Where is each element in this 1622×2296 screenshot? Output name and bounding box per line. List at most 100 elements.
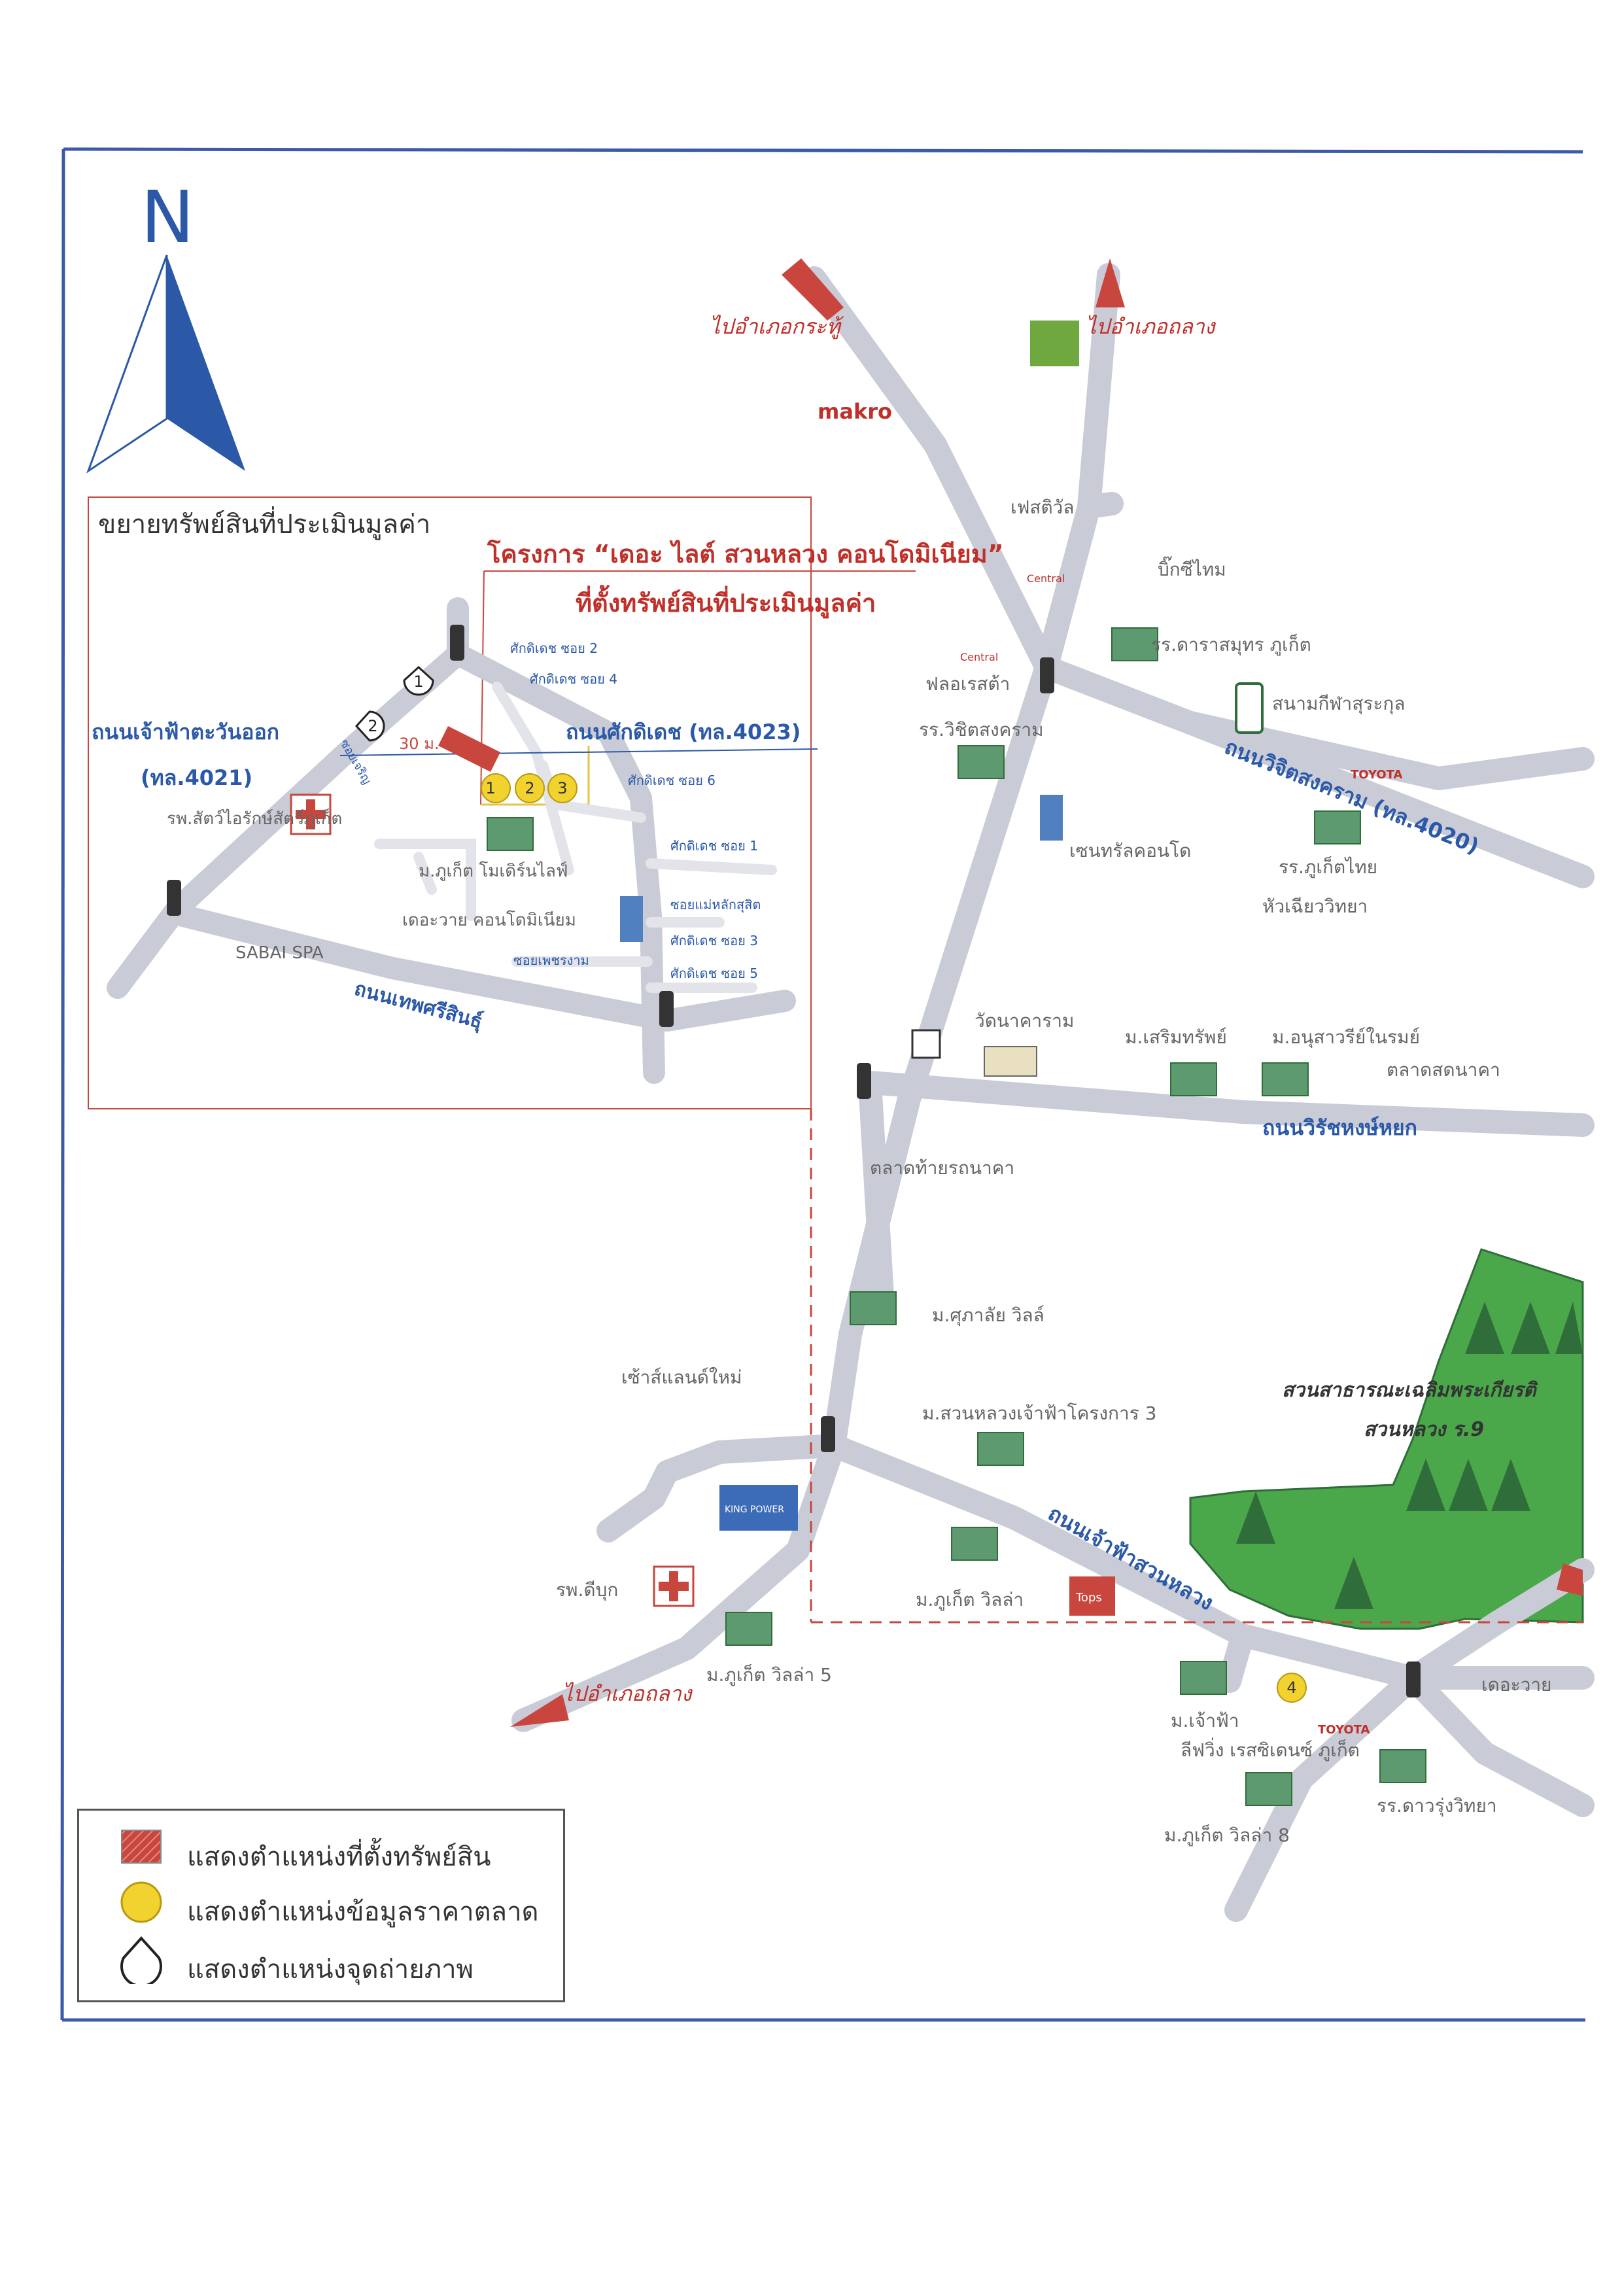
stadium-label: สนามกีฬาสุระกุล (1272, 693, 1406, 715)
kingpower-box (719, 1485, 798, 1531)
makro-label: makro (818, 399, 892, 424)
price-point-4: 4 (1286, 1679, 1296, 1697)
school-wichit-label: รร.วิชิตสงคราม (919, 719, 1044, 740)
sermsap-label: ม.เสริมทรัพย์ (1125, 1026, 1227, 1048)
direction-thalang-north: ไปอำเภอถลาง (1086, 314, 1216, 339)
hospital-label: รพ.ดีบุก (556, 1579, 618, 1601)
central-label-festival: Central (1027, 572, 1065, 585)
legend-label-price: แสดงตำแหน่งข้อมูลราคาตลาด (187, 1897, 539, 1927)
property-marker-main (1557, 1563, 1583, 1596)
lab-label: เซ้าส์แลนด์ใหม่ (621, 1366, 742, 1388)
tops-box (1069, 1576, 1115, 1616)
photo-markers (354, 665, 434, 742)
arrow-thalang-north (1096, 258, 1125, 307)
stadium-icon (1235, 682, 1264, 734)
sabai-spa-label: SABAI SPA (235, 943, 324, 963)
bigc-label: บิ๊กซีไทม (1158, 556, 1226, 580)
park-label-2: สวนหลวง ร.9 (1364, 1418, 1484, 1441)
school-kanrat-label: รร.ดาวรุ่งวิทยา (1377, 1795, 1497, 1817)
camera-point-legend-icon (120, 1936, 162, 1984)
building-icons (620, 321, 1264, 1616)
road-label-4021: (ทล.4021) (141, 765, 252, 790)
suanluang3-label: ม.สวนหลวงเจ้าฟ้าโครงการ 3 (922, 1402, 1156, 1424)
toyota-label-south: TOYOTA (1318, 1723, 1370, 1737)
park-trees (1236, 1302, 1583, 1609)
residence-label: ลีฟวิ่ง เรสซิเดนซ์ ภูเก็ต (1181, 1737, 1360, 1762)
price-point-1: 1 (485, 779, 495, 797)
soi-4-label: ศักดิเดช ซอย 4 (530, 671, 617, 687)
frame-left (60, 148, 65, 2021)
road-label-wirat: ถนนวิรัชหงษ์หยก (1262, 1115, 1417, 1140)
soi-maelak-label: ซอยแม่หลักสุสิต (670, 897, 761, 913)
toyota-label-north: TOYOTA (1351, 768, 1403, 782)
bigc-box (1030, 321, 1079, 366)
north-label: N (141, 175, 194, 259)
temple-icon (984, 1046, 1037, 1077)
price-point-2: 2 (525, 779, 534, 797)
legend: แสดงตำแหน่งที่ตั้งทรัพย์สิน แสดงตำแหน่งข… (77, 1809, 565, 2002)
floresta-label: ฟลอเรสต้า (925, 673, 1010, 695)
sukalai-label: ม.ศุภาลัย วิลล์ (932, 1304, 1044, 1327)
soi-3-label: ศักดิเดช ซอย 3 (670, 933, 758, 948)
festival-label: เฟสติวัล (1010, 496, 1075, 518)
chaofa-village-label: ม.เจ้าฟ้า (1171, 1710, 1239, 1731)
road-label-chaofa-east: ถนนเจ้าฟ้าตะวันออก (92, 720, 279, 744)
honda-icon (911, 1029, 941, 1059)
hospital-icons (290, 793, 695, 1607)
direction-kathu: ไปอำเภอกระทู้ (710, 314, 844, 339)
frame-top (63, 147, 1583, 154)
soi-5-label: ศักดิเดช ซอย 5 (670, 965, 758, 981)
kingpower-label: KING POWER (725, 1505, 784, 1515)
school-darasamut-label: รร.ดาราสมุทร ภูเก็ต (1151, 633, 1311, 656)
arrow-kathu (782, 258, 844, 321)
legend-row-property (118, 1824, 164, 1870)
photo-point-1: 1 (413, 672, 423, 691)
wat-label: วัดนาคาราม (975, 1010, 1074, 1032)
road-label-sakdidet: ถนนศักดิเดช (ทล.4023) (566, 720, 801, 744)
central-label-floresta: Central (960, 651, 998, 663)
price-point-3: 3 (557, 779, 567, 797)
huachiao-label: หัวเฉียววิทยา (1262, 896, 1368, 917)
phuketvilla8-label: ม.ภูเก็ต วิลล่า 8 (1164, 1824, 1290, 1847)
north-arrow: N (86, 175, 245, 474)
legend-label-photo: แสดงตำแหน่งจุดถ่ายภาพ (187, 1955, 474, 1985)
photo-point-2: 2 (368, 717, 377, 735)
market-naka-label: ตลาดสดนาคา (1387, 1059, 1500, 1081)
modern-life-label: ม.ภูเก็ต โมเดิร์นไลฟ์ (419, 860, 568, 881)
traffic-lights (167, 625, 1421, 1697)
the-y-condo-label: เดอะวาย คอนโดมิเนียม (402, 910, 576, 930)
property-marker (438, 726, 500, 772)
soi-1-label: ศักดิเดช ซอย 1 (670, 838, 758, 854)
price-markers (481, 773, 1307, 1703)
tops-label: Tops (1075, 1591, 1102, 1605)
market-tai-label: ตลาดท้ายรถนาคา (870, 1157, 1014, 1179)
inset-title: ขยายทรัพย์สินที่ประเมินมูลค่า (98, 506, 430, 540)
direction-thalang-south: ไปอำเภอถลาง (562, 1681, 693, 1706)
project-title: โครงการ “เดอะ ไลต์ สวนหลวง คอนโดมิเนียม” (487, 539, 1004, 568)
park-label-1: สวนสาธารณะเฉลิมพระเกียรติ (1282, 1379, 1538, 1402)
school-phuketthai-label: รร.ภูเก็ตไทย (1279, 856, 1377, 878)
village-icons (487, 627, 1426, 1806)
legend-label-property: แสดงตำแหน่งที่ตั้งทรัพย์สิน (187, 1842, 491, 1872)
road-network (511, 263, 1595, 1922)
phuketvilla-label: ม.ภูเก็ต วิลล่า (916, 1588, 1024, 1611)
inset-sois (374, 682, 777, 993)
anusawari-label: ม.อนุสาวรีย์ในรมย์ (1272, 1026, 1420, 1049)
central-condo-label: เซนทรัลคอนโด (1069, 840, 1191, 861)
theway-label: เดอะวาย (1481, 1674, 1551, 1696)
pet-hospital-label: รพ.สัตว์ไอรักษ์สัตว์ภูเก็ต (167, 808, 342, 829)
distance-label: 30 ม. (399, 735, 440, 753)
inset-road-leader (339, 748, 818, 756)
inset-roads (107, 597, 796, 1084)
legend-row-price (118, 1879, 164, 1925)
soi-2-label: ศักดิเดช ซอย 2 (510, 640, 598, 656)
soi-phetngam-label: ซอยเพชรงาม (513, 952, 589, 968)
project-subtitle: ที่ตั้งทรัพย์สินที่ประเมินมูลค่า (576, 585, 876, 619)
price-legend-icon (120, 1881, 162, 1923)
property-legend-icon (121, 1830, 162, 1864)
legend-row-photo (118, 1935, 164, 1984)
phuketvilla5-label: ม.ภูเก็ต วิลล่า 5 (706, 1663, 832, 1686)
soi-6-label: ศักดิเดช ซอย 6 (628, 773, 716, 788)
arrow-thalang-south (510, 1694, 569, 1727)
